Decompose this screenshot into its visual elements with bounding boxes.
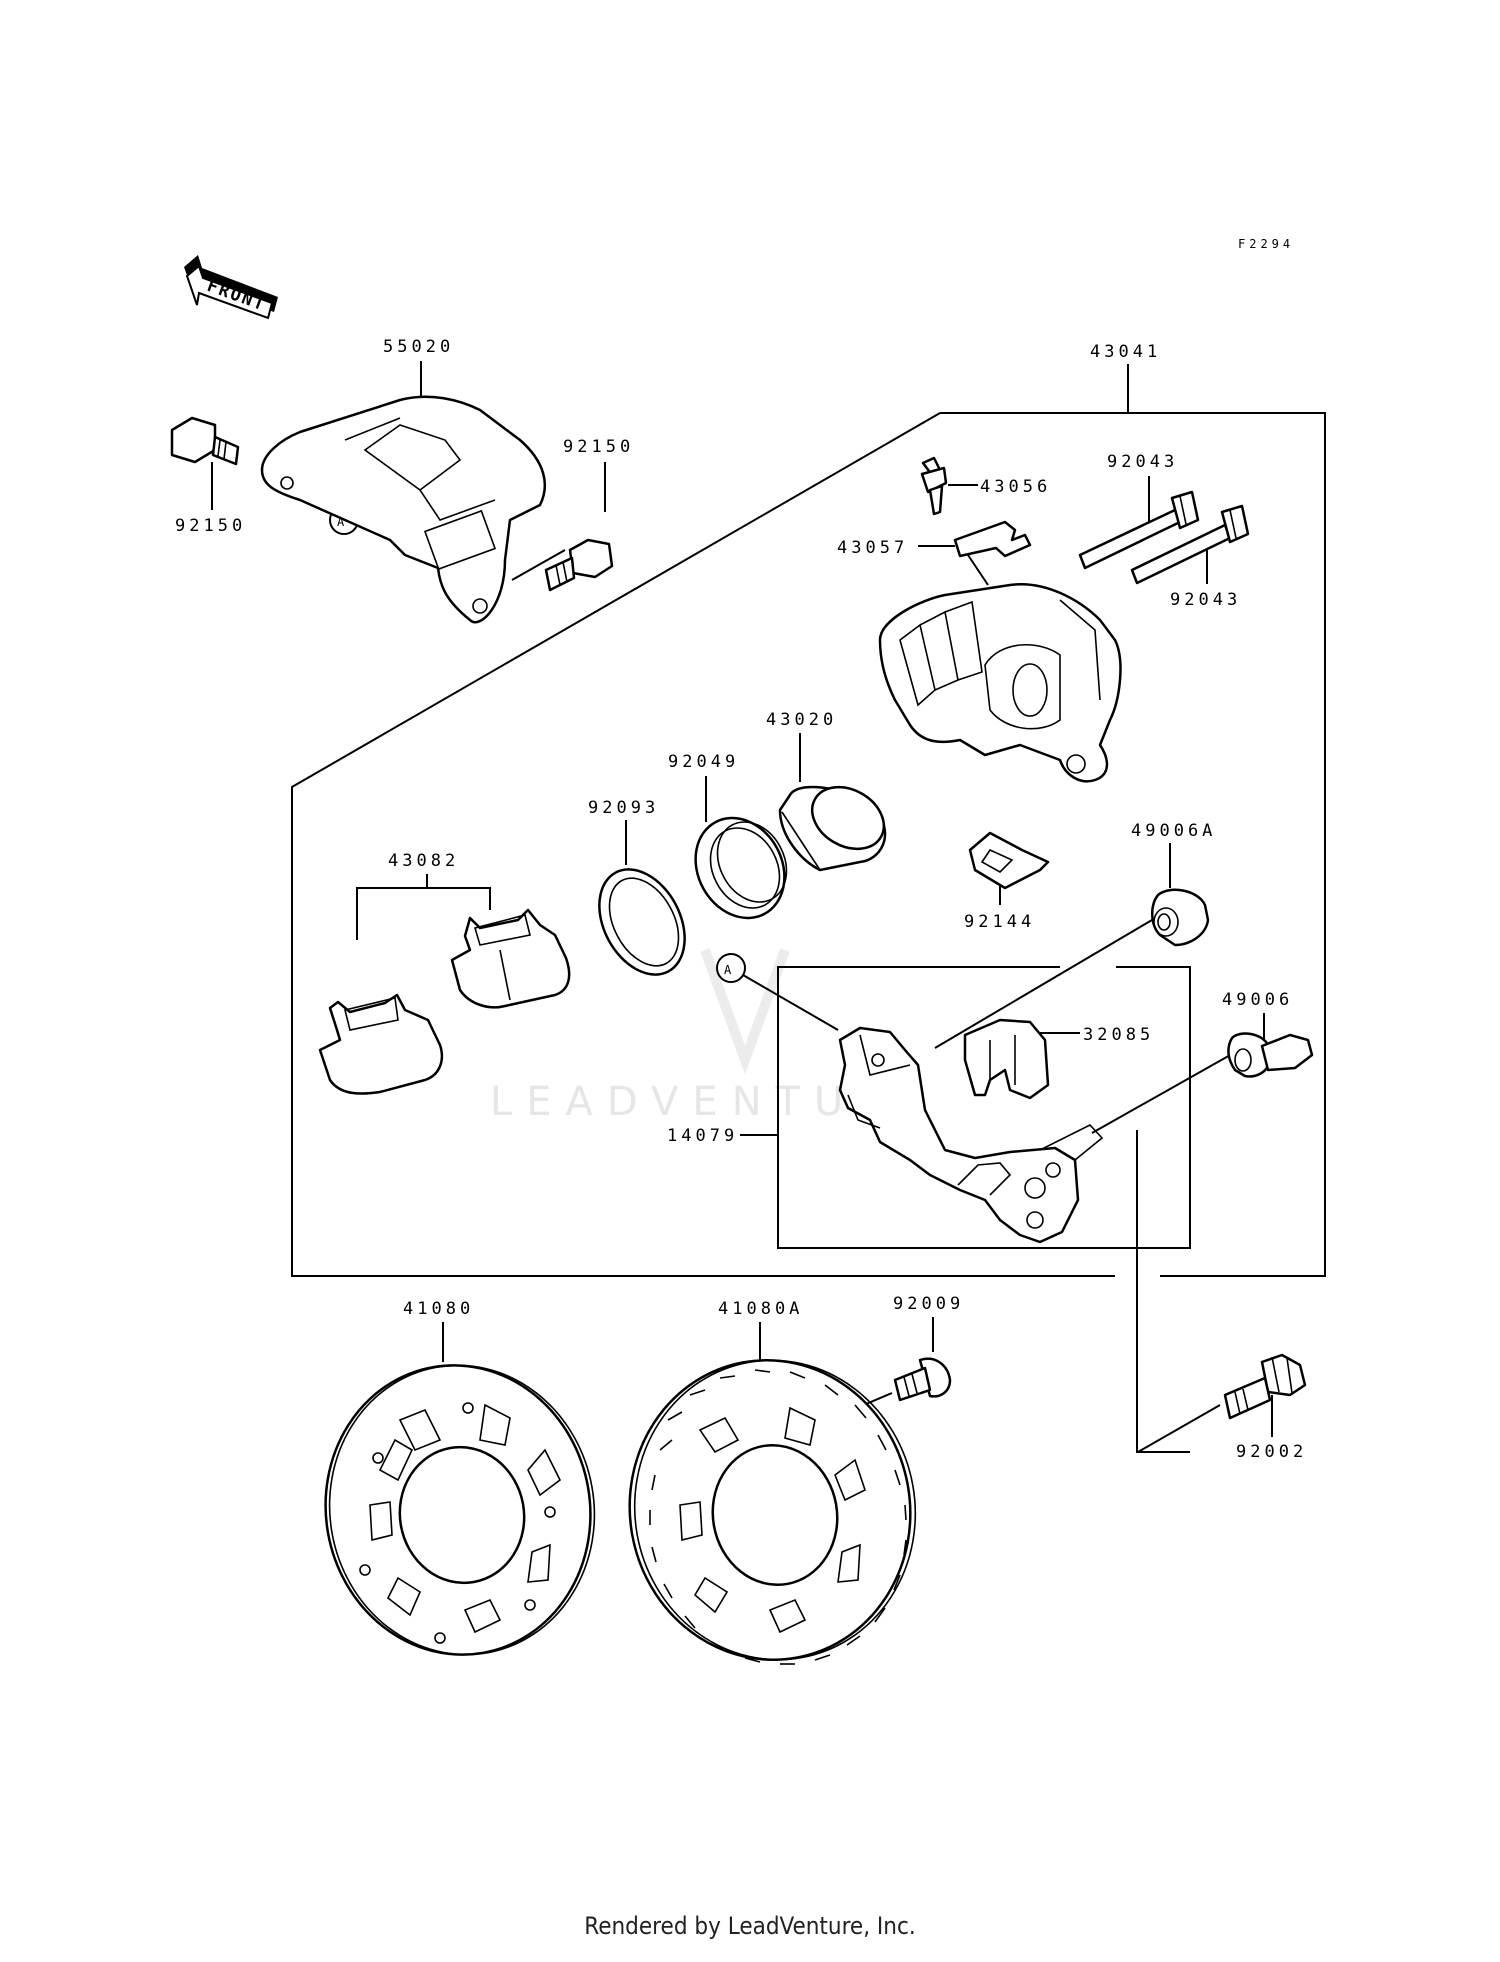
label-92002[interactable]: 92002 <box>1236 1442 1307 1462</box>
label-43082[interactable]: 43082 <box>388 851 459 871</box>
bolt-92150-left-icon <box>170 416 240 466</box>
boot-49006A-icon <box>1151 888 1210 947</box>
label-43056[interactable]: 43056 <box>980 477 1051 497</box>
label-55020[interactable]: 55020 <box>383 337 454 357</box>
label-92009[interactable]: 92009 <box>893 1294 964 1314</box>
label-49006A[interactable]: 49006A <box>1131 821 1216 841</box>
pin-92043-top-icon <box>1078 490 1200 570</box>
screw-92009-icon <box>893 1357 952 1402</box>
label-92043-top[interactable]: 92043 <box>1107 452 1178 472</box>
seal-92049-icon <box>694 816 788 920</box>
bleeder-43056-icon <box>920 456 948 516</box>
label-43057[interactable]: 43057 <box>837 538 908 558</box>
label-14079[interactable]: 14079 <box>667 1126 738 1146</box>
rotor-41080A-icon <box>628 1359 917 1665</box>
boot-49006-icon <box>1227 1032 1314 1078</box>
callout-marker-a-bottom: A <box>716 953 746 983</box>
bolt-92150-right-icon <box>544 538 614 592</box>
diagram-code: F2294 <box>1238 237 1294 251</box>
label-92049[interactable]: 92049 <box>668 752 739 772</box>
rotor-41080-icon <box>324 1364 596 1656</box>
caliper-43041-icon <box>878 582 1122 783</box>
front-arrow-icon: FRONT <box>184 255 278 320</box>
label-92093[interactable]: 92093 <box>588 798 659 818</box>
pad-43082-left-icon <box>318 993 444 1095</box>
bracket-55020-icon <box>260 395 547 624</box>
spring-32085-icon <box>963 1018 1050 1100</box>
label-92150-left[interactable]: 92150 <box>175 516 246 536</box>
svg-text:A: A <box>337 515 348 529</box>
label-43020[interactable]: 43020 <box>766 710 837 730</box>
svg-text:A: A <box>724 963 735 977</box>
bolt-92002-icon <box>1223 1353 1307 1420</box>
seal-92093-icon <box>598 868 686 976</box>
pin-92043-bottom-icon <box>1130 504 1250 585</box>
holder-14079-icon <box>838 1026 1104 1244</box>
label-41080A[interactable]: 41080A <box>718 1299 803 1319</box>
label-92144[interactable]: 92144 <box>964 912 1035 932</box>
label-92150-right[interactable]: 92150 <box>563 437 634 457</box>
footer-credit: Rendered by LeadVenture, Inc. <box>584 1912 916 1940</box>
pad-43082-right-icon <box>450 908 571 1009</box>
cap-43057-icon <box>953 520 1032 558</box>
label-41080[interactable]: 41080 <box>403 1299 474 1319</box>
piston-43020-icon <box>778 785 887 872</box>
spring-92144-icon <box>968 831 1050 890</box>
label-92043-bottom[interactable]: 92043 <box>1170 590 1241 610</box>
leader-lines <box>211 361 1326 1453</box>
label-32085[interactable]: 32085 <box>1083 1025 1154 1045</box>
label-49006[interactable]: 49006 <box>1222 990 1293 1010</box>
label-43041[interactable]: 43041 <box>1090 342 1161 362</box>
